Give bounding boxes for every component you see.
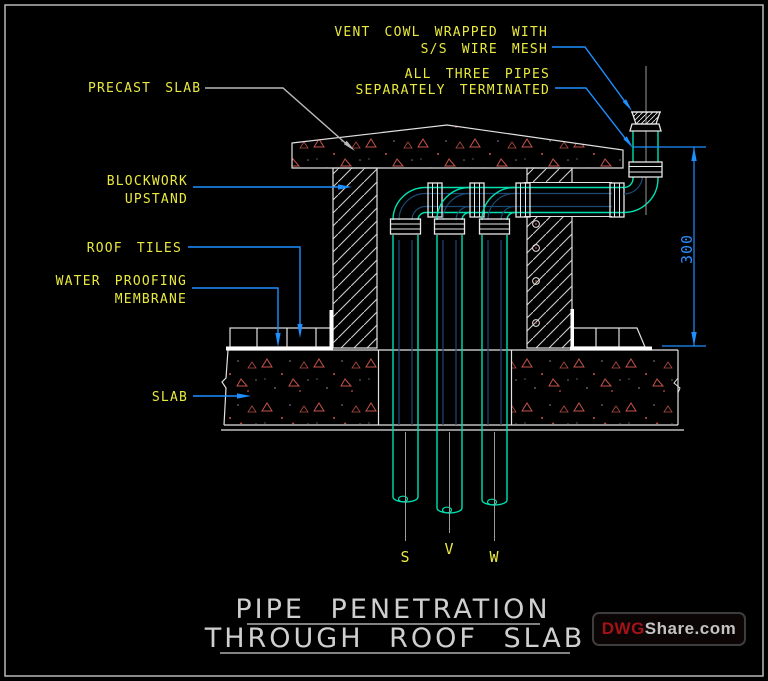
pipe-s [389,182,443,503]
vent-riser [609,66,663,218]
label-terminated-2: SEPARATELY TERMINATED [355,83,550,98]
roof-slab [221,349,684,431]
drawing-title: PIPE PENETRATION THROUGH ROOF SLAB [204,594,586,654]
blockwork-upstand-left [332,167,378,349]
label-waterproofing-1: WATER PROOFING [56,274,187,289]
pipe-w [478,182,531,506]
title-line-2: THROUGH ROOF SLAB [204,623,586,654]
vent-cowl [629,111,662,132]
drawing-frame [4,4,764,677]
membrane-right [570,309,652,351]
leader-blockwork [193,184,352,190]
leader-roof-tiles [188,246,303,338]
leader-membrane [192,287,281,347]
pipe-tag-s: S [400,548,409,566]
label-vent-cowl-1: VENT COWL WRAPPED WITH [334,25,548,40]
watermark-prefix: DWG [601,619,645,638]
leader-slab [193,393,251,399]
label-blockwork-2: UPSTAND [125,192,188,207]
label-roof-tiles: ROOF TILES [87,241,182,256]
label-slab: SLAB [152,390,188,405]
leader-lines [188,46,633,399]
pipes-vertical [389,182,531,514]
watermark-suffix: Share.com [644,619,737,638]
label-terminated-1: ALL THREE PIPES [405,67,550,82]
leader-vent-cowl [552,46,632,111]
label-waterproofing-2: MEMBRANE [115,292,187,307]
leader-terminated [555,87,633,148]
label-vent-cowl-2: S/S WIRE MESH [421,42,548,57]
precast-slab [291,124,624,169]
title-line-1: PIPE PENETRATION [235,594,550,625]
dimension-300: 300 [633,146,706,347]
pipe-centerlines [405,432,495,541]
pipe-tag-w: W [489,548,499,566]
label-precast-slab: PRECAST SLAB [88,81,201,96]
roof-tiles-right [572,327,646,348]
membrane-left [226,310,333,351]
label-blockwork-1: BLOCKWORK [107,174,188,189]
annotations: VENT COWL WRAPPED WITH S/S WIRE MESH ALL… [56,25,550,566]
roof-tiles-left [229,327,334,348]
pipe-v [433,182,485,514]
pipe-tag-v: V [444,540,453,558]
leader-precast-slab [205,87,355,151]
dimension-300-text: 300 [678,234,696,264]
